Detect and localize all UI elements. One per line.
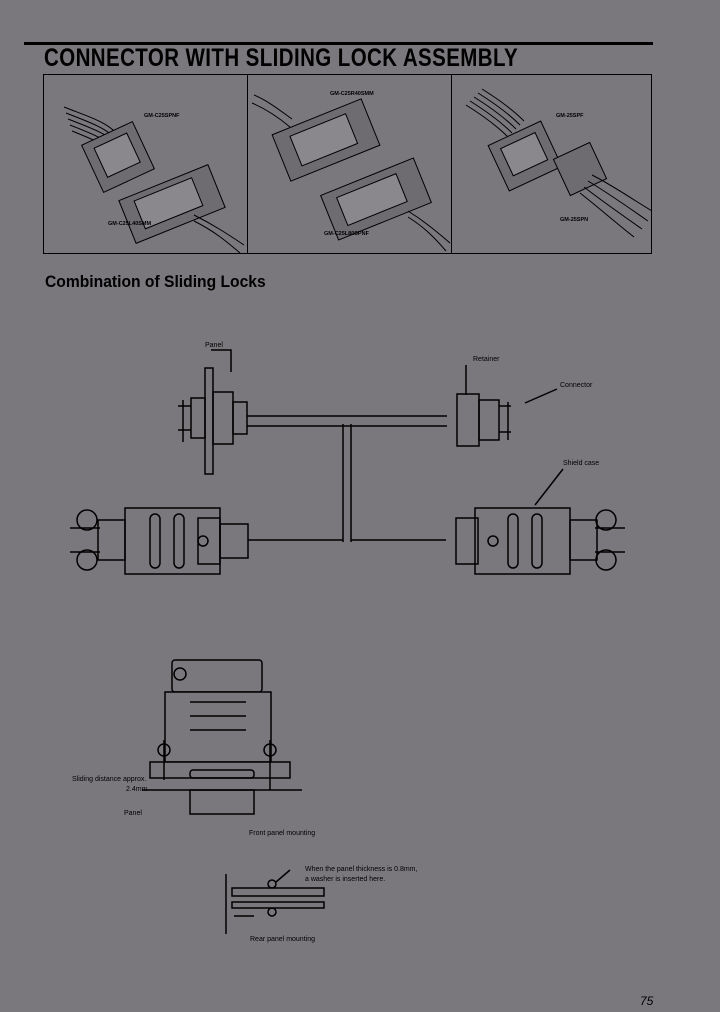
connector-photo-2	[251, 94, 451, 252]
label-rear-panel: Rear panel mounting	[250, 936, 315, 943]
connector-photo-1	[63, 106, 245, 254]
label-front-panel: Front panel mounting	[249, 830, 316, 837]
photo-2-label-top: GM-C25R40SMM	[330, 91, 374, 97]
photo-3-label-bottom: GM-25SPN	[560, 217, 589, 223]
label-panel: Panel	[205, 342, 223, 349]
label-connector: Connector	[560, 382, 593, 389]
photo-1-label-bottom: GM-C25L40SMM	[108, 221, 152, 227]
photo-1-label-top: GM-C25SPNF	[144, 113, 180, 119]
label-washer-note-2: a washer is inserted here.	[305, 876, 386, 883]
photo-2-label-bottom: GM-C25L80SPNF	[324, 231, 369, 237]
page-number: 75	[640, 994, 654, 1008]
top-rule	[24, 42, 653, 45]
section-subheading: Combination of Sliding Locks	[45, 272, 266, 291]
photo-3-label-top: GM-25SPF	[556, 113, 584, 119]
label-panel-2: Panel	[124, 810, 142, 817]
label-shield-case: Shield case	[563, 460, 600, 467]
page-title: CONNECTOR WITH SLIDING LOCK ASSEMBLY	[44, 44, 519, 72]
photo-panel-2: GM-C25R40SMM GM-C25L80SPNF	[247, 75, 452, 253]
photo-panel-1: GM-C25SPNF GM-C25L40SMM	[44, 75, 247, 254]
label-sliding-value: 2.4mm	[126, 786, 148, 793]
connector-photo-3	[465, 88, 653, 238]
label-sliding-distance: Sliding distance approx.	[72, 776, 147, 783]
label-washer-note-1: When the panel thickness is 0.8mm,	[305, 866, 418, 873]
photo-strip: GM-C25SPNF GM-C25L40SMM GM-C25R40SMM GM-…	[43, 74, 654, 254]
photo-panel-3: GM-25SPF GM-25SPN	[451, 75, 654, 253]
label-retainer: Retainer	[473, 356, 500, 363]
